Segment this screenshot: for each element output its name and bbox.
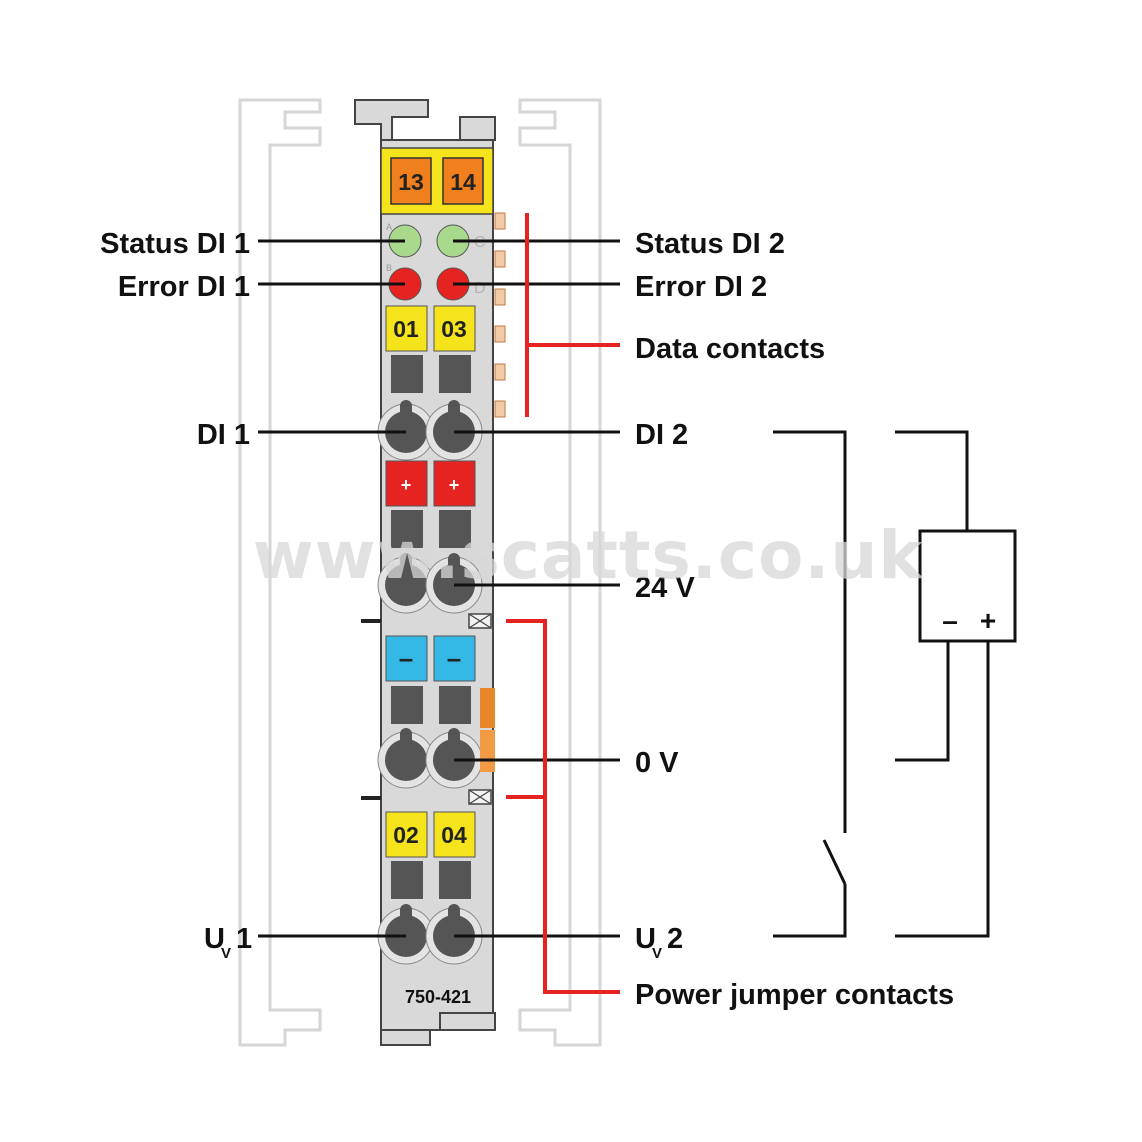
label-uv2-num: 2 [667, 923, 683, 955]
top-connector-13 [390, 157, 432, 205]
external-wiring [773, 430, 1017, 938]
marker-text-01: 01 [393, 316, 419, 342]
led-letter-d: D [474, 280, 486, 297]
label-di1: DI 1 [197, 419, 250, 451]
marker-text-03: 03 [441, 316, 467, 342]
marker-04 [433, 811, 476, 858]
data-contacts-bracket [525, 213, 620, 417]
label-status-di2: Status DI 2 [635, 228, 785, 260]
marker-minus-right [433, 635, 476, 682]
marker-plus-right [433, 460, 476, 507]
marker-text-plus-right: + [449, 475, 460, 495]
release-slot [439, 861, 471, 899]
marker-text-plus-left: + [401, 475, 412, 495]
label-24v: 24 V [635, 572, 695, 604]
data-contact-pins [494, 212, 506, 418]
module-model-number: 750-421 [405, 987, 471, 1007]
label-uv1: U V 1 [204, 923, 252, 962]
marker-minus-left [385, 635, 428, 682]
release-slot [439, 510, 471, 548]
module-top-hook [354, 99, 429, 141]
watermark-text: www.scatts.co.uk [253, 517, 925, 594]
marker-plus-left [385, 460, 428, 507]
marker-01 [385, 305, 428, 352]
label-power-jumper-contacts: Power jumper contacts [635, 979, 954, 1011]
label-uv1-sub: V [221, 945, 231, 962]
switch-blade [822, 839, 847, 885]
label-uv2-sub: V [652, 945, 662, 962]
source-minus-sign: – [942, 605, 958, 636]
module-bottom-latch [439, 1012, 496, 1031]
power-jumper-bracket [506, 619, 620, 994]
led-letter-a: A [386, 222, 392, 232]
label-uv1-num: 1 [236, 923, 252, 955]
rail-outline [238, 98, 602, 1047]
release-slot [391, 510, 423, 548]
leader-lines [258, 239, 620, 938]
top-connector-label-13: 13 [398, 169, 424, 195]
marker-text-minus-right: – [447, 643, 461, 673]
top-connector-14 [442, 157, 484, 205]
label-data-contacts: Data contacts [635, 333, 825, 365]
marker-03 [433, 305, 476, 352]
label-uv1-main: U [204, 923, 225, 955]
power-source-box [918, 529, 1017, 643]
source-plus-sign: + [980, 605, 996, 636]
release-slot [439, 686, 471, 724]
release-slot [439, 355, 471, 393]
label-uv2: U V 2 [635, 923, 683, 962]
clamp-0v-left [377, 728, 435, 789]
top-connector-label-14: 14 [450, 169, 476, 195]
label-0v: 0 V [635, 747, 679, 779]
label-status-di1: Status DI 1 [100, 228, 250, 260]
marker-text-04: 04 [441, 822, 467, 848]
marker-text-02: 02 [393, 822, 419, 848]
release-slot [391, 861, 423, 899]
led-letter-b: B [386, 263, 392, 273]
module-top-latch [459, 116, 496, 141]
clamp-24v-left [377, 553, 435, 614]
release-slot [391, 686, 423, 724]
label-error-di1: Error DI 1 [118, 271, 250, 303]
marker-text-minus-left: – [399, 643, 413, 673]
label-di2: DI 2 [635, 419, 688, 451]
label-uv2-main: U [635, 923, 656, 955]
module-bottom-hook [380, 1029, 431, 1046]
label-error-di2: Error DI 2 [635, 271, 767, 303]
marker-02 [385, 811, 428, 858]
power-jumper-blades [361, 613, 495, 805]
release-slot [391, 355, 423, 393]
